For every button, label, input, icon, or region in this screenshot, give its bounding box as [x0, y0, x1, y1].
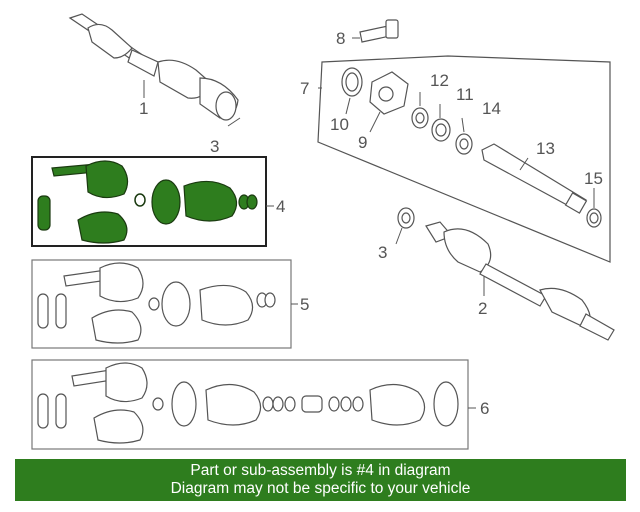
callout-10: 10: [330, 115, 349, 134]
callout-8: 8: [336, 29, 345, 48]
callout-1: 1: [139, 99, 148, 118]
callout-14: 14: [482, 99, 501, 118]
highlighted-kit-part-4: [31, 156, 267, 247]
info-banner: Part or sub-assembly is #4 in diagram Di…: [15, 459, 626, 501]
banner-line-1: Part or sub-assembly is #4 in diagram: [190, 462, 451, 479]
axle-shaft-part-2: [397, 207, 615, 341]
banner-line-2: Diagram may not be specific to your vehi…: [170, 480, 471, 497]
callout-3-lower: 3: [378, 243, 387, 262]
callout-6: 6: [480, 399, 489, 418]
kit-box-part-6: [31, 359, 469, 450]
kit-box-part-5: [31, 259, 292, 349]
parts-diagram: 1 3 8 7 10 9 12 11 14 13 15 3 2 4 5 6: [31, 13, 615, 450]
callout-3-upper: 3: [210, 137, 219, 156]
callout-5: 5: [300, 295, 309, 314]
callout-12: 12: [430, 71, 449, 90]
callout-2: 2: [478, 299, 487, 318]
callout-7: 7: [300, 79, 309, 98]
callout-11: 11: [456, 85, 474, 104]
callout-15: 15: [584, 169, 603, 188]
callout-9: 9: [358, 133, 367, 152]
box-part-7: [317, 55, 611, 263]
leader-lines: [143, 37, 595, 409]
axle-shaft-part-1: [68, 13, 239, 121]
callout-13: 13: [536, 139, 555, 158]
callout-4: 4: [276, 197, 285, 216]
bolt-part-8: [359, 19, 399, 43]
callout-numbers: 1 3 8 7 10 9 12 11 14 13 15 3 2 4 5 6: [139, 29, 603, 418]
